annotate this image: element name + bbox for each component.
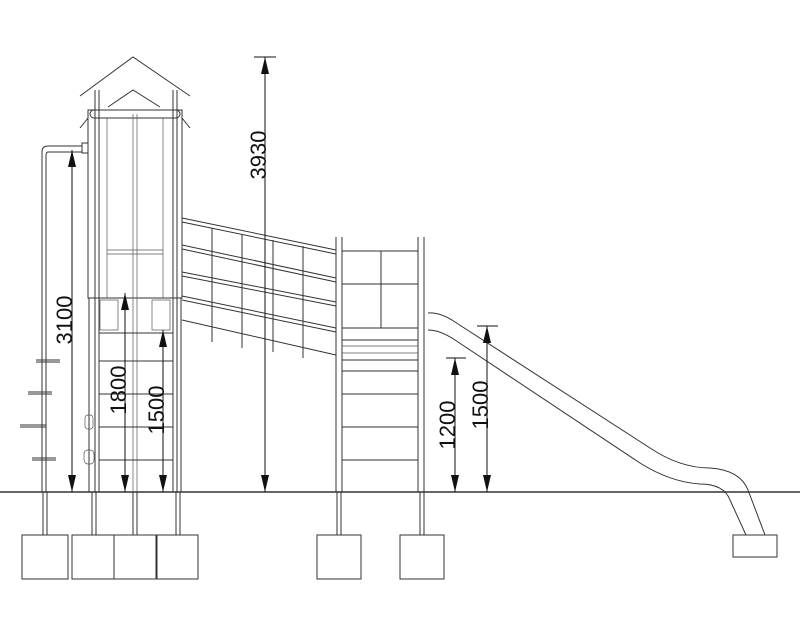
dim-pole-height: 3100 [52, 296, 77, 345]
dim-tower-platform-height: 1800 [106, 366, 131, 415]
dimension-lines [68, 56, 498, 492]
dim-total-height: 3930 [246, 131, 271, 180]
dim-slide-start-height: 1500 [468, 381, 493, 430]
climbing-pole [20, 142, 89, 492]
dim-lower-deck-height: 1500 [144, 386, 169, 435]
platform-frame [335, 237, 425, 492]
tower [79, 56, 191, 492]
slide [427, 312, 766, 536]
climbing-net [181, 217, 337, 358]
dim-bridge-platform-height: 1200 [435, 401, 460, 450]
footings [21, 492, 778, 580]
